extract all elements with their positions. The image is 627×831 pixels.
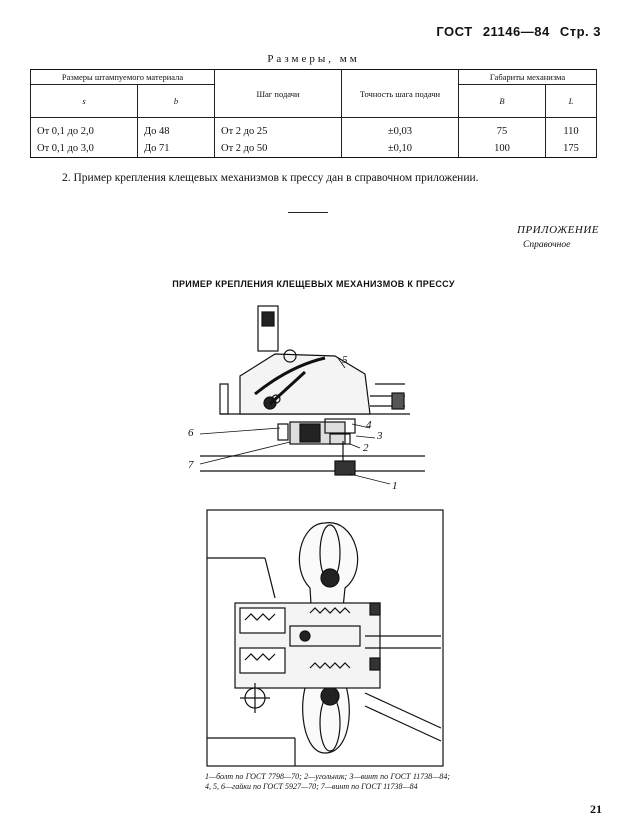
header-step: Шаг подачи — [214, 69, 342, 118]
side-view-drawing: 6 7 5 4 3 2 1 — [188, 305, 425, 492]
header-page: Стр. 3 — [559, 24, 601, 39]
appendix-subtitle: Справочное — [523, 240, 571, 250]
table-caption: Размеры, мм — [267, 53, 360, 65]
cell-accuracy: ±0,10 — [341, 140, 459, 158]
cell-step: От 2 до 50 — [214, 140, 342, 158]
callout-4: 4 — [366, 419, 372, 431]
page-number: 21 — [590, 802, 602, 816]
cell-b: До 71 — [137, 140, 215, 158]
cell-B: 75 — [458, 117, 546, 140]
cell-accuracy: ±0,03 — [341, 117, 459, 140]
divider — [288, 212, 328, 213]
header-number: 21146—84 — [482, 24, 550, 39]
cell-s: От 0,1 до 3,0 — [30, 140, 138, 158]
callout-2: 2 — [363, 442, 369, 454]
page-header: ГОСТ 21146—84 Стр. 3 — [430, 24, 601, 39]
dimensions-table: Размеры штампуемого материала Шаг подачи… — [30, 69, 597, 158]
figure-legend: 1—болт по ГОСТ 7798—70; 2—угольник; 3—ви… — [205, 772, 450, 791]
header-accuracy: Точность шага подачи — [341, 69, 459, 118]
note-paragraph: 2. Пример крепления клещевых механизмов … — [62, 172, 479, 184]
table-row: От 0,1 до 2,0 До 48 От 2 до 25 ±0,03 75 … — [30, 117, 597, 140]
header-standard: ГОСТ — [436, 24, 473, 39]
figure-title: ПРИМЕР КРЕПЛЕНИЯ КЛЕЩЕВЫХ МЕХАНИЗМОВ К П… — [172, 279, 455, 289]
callout-3: 3 — [376, 430, 383, 442]
cell-s: От 0,1 до 2,0 — [30, 117, 138, 140]
cell-b: До 48 — [137, 117, 215, 140]
header-s: s — [30, 84, 138, 118]
header-b: b — [137, 84, 215, 118]
callout-5: 5 — [342, 354, 348, 366]
cell-step: От 2 до 25 — [214, 117, 342, 140]
callout-1: 1 — [392, 480, 398, 492]
cell-L: 110 — [545, 117, 597, 140]
header-material-group: Размеры штампуемого материала — [30, 69, 215, 85]
cell-L: 175 — [545, 140, 597, 158]
callout-6: 6 — [188, 427, 194, 439]
table-row: От 0,1 до 3,0 До 71 От 2 до 50 ±0,10 100… — [30, 140, 597, 158]
header-L: L — [545, 84, 597, 118]
plan-view-drawing — [206, 509, 444, 767]
appendix-title: ПРИЛОЖЕНИЕ — [517, 224, 599, 236]
cell-B: 100 — [458, 140, 546, 158]
header-B: B — [458, 84, 546, 118]
header-dimensions-group: Габариты механизма — [458, 69, 597, 85]
callout-7: 7 — [188, 459, 194, 471]
